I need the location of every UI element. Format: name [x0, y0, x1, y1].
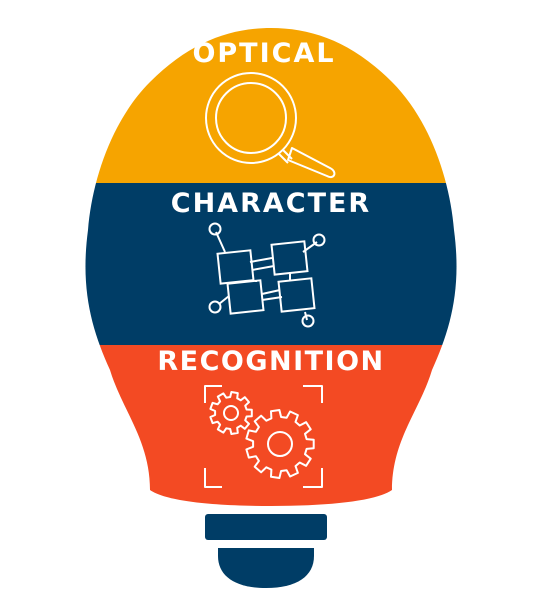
base-cap-band [205, 514, 327, 540]
gear-hole [267, 431, 293, 457]
character-band [85, 183, 457, 345]
base-screw [218, 548, 314, 588]
optical-band [85, 28, 457, 183]
optical-label: OPTICAL [192, 38, 335, 69]
gear-outline [245, 409, 315, 479]
gears-icon [204, 385, 323, 488]
magnifying-glass-icon [205, 72, 336, 178]
lightbulb-body [85, 28, 457, 506]
large-gear [245, 409, 315, 479]
frame-corners [204, 385, 323, 488]
gear-hole [223, 405, 239, 421]
small-gear [209, 391, 253, 435]
recognition-label: RECOGNITION [157, 346, 384, 377]
character-label: CHARACTER [171, 188, 371, 219]
gear-outline [209, 391, 253, 435]
connected-blocks-icon [208, 222, 326, 328]
lamp-base [205, 514, 327, 588]
